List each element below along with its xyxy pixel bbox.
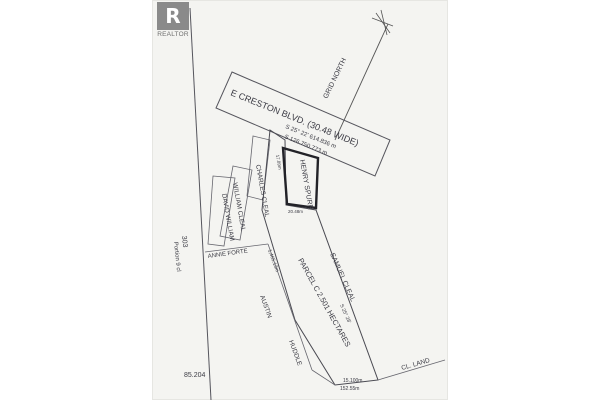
- lot-henry-spurr: [281, 146, 320, 210]
- realtor-r-icon: R: [157, 2, 189, 30]
- paper-sheet: [152, 0, 448, 400]
- lot-william: [219, 165, 253, 241]
- austin-boundary: [267, 243, 313, 371]
- realtor-letter: R: [165, 4, 181, 28]
- realtor-logo: R REALTOR: [155, 2, 191, 40]
- charles-label: CHARLES CLEAL: [254, 164, 270, 218]
- huddle-boundary: [311, 369, 336, 386]
- grid-north-label: GRID NORTH: [323, 57, 349, 100]
- creston-blvd-road: [215, 71, 391, 177]
- samuel-label: SAMUEL CLEAL: [328, 252, 356, 303]
- henry-label: HENRY SPURR: [298, 159, 314, 210]
- huddle-label: HUDDLE: [287, 339, 303, 367]
- highway-line: [189, 7, 212, 400]
- corner-label-2: 152.55m: [340, 386, 359, 392]
- cl-land-label: CL. LAND: [401, 357, 431, 372]
- lot-label: Portion 9 cl: [172, 242, 181, 272]
- corner-label-3: 15.100m: [343, 378, 362, 384]
- austin-label: AUSTIN: [258, 294, 273, 319]
- corner-label-4: 17.89m: [275, 154, 283, 170]
- corner-bottom-label: 85.204: [184, 372, 206, 379]
- annie-label: ANNIE FORTE: [207, 248, 248, 260]
- david-label: DAVID WILLIAM: [220, 193, 235, 241]
- corner-label-1: 20.48m: [288, 209, 303, 214]
- annie-forte-line: [204, 243, 269, 253]
- side-left-label: 1,465.13m: [266, 249, 280, 273]
- highway-label: 303: [180, 235, 188, 247]
- realtor-label: REALTOR: [157, 31, 189, 38]
- lot-david: [207, 175, 236, 247]
- cl-land-line: [377, 359, 446, 381]
